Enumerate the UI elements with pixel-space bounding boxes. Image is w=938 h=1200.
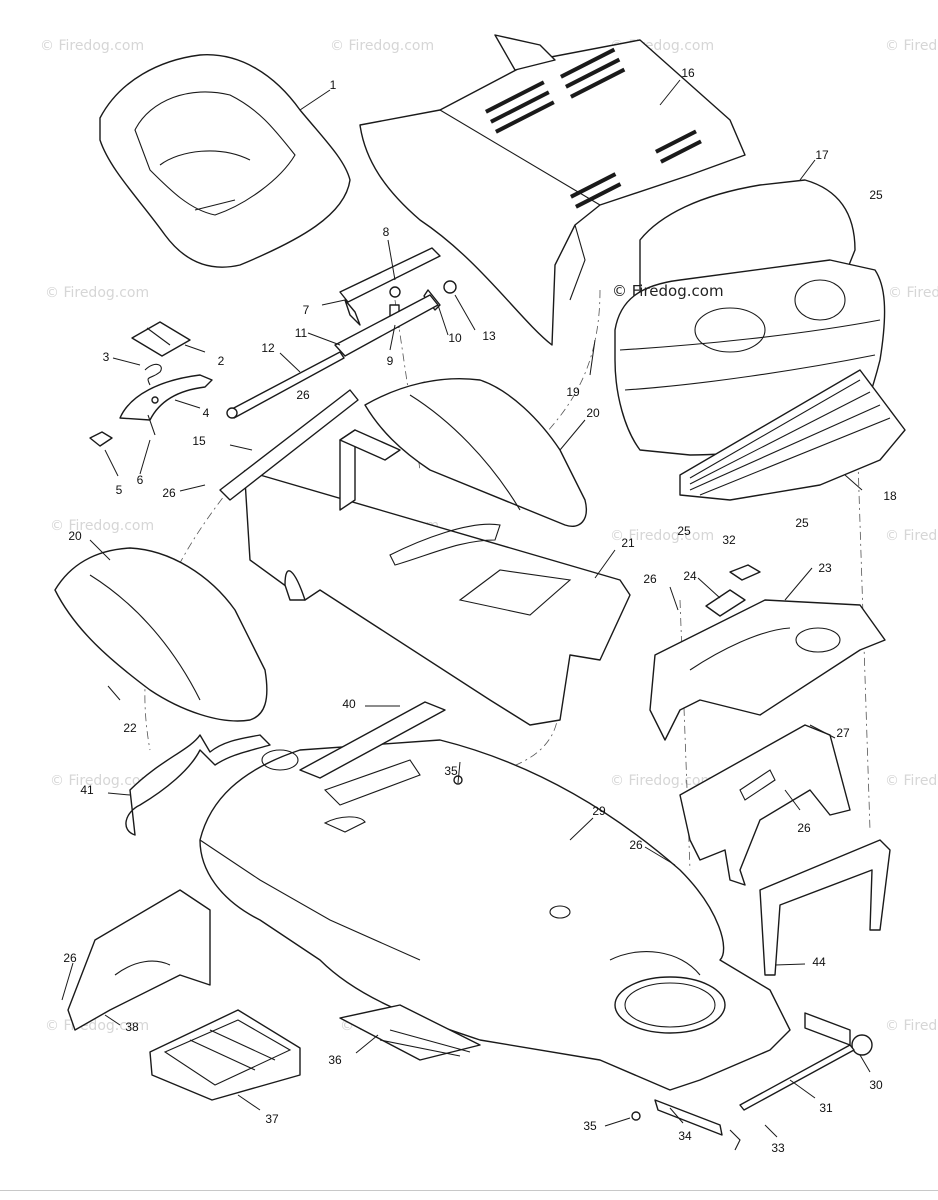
callout-10: 10: [448, 331, 462, 345]
callout-26-floor: 26: [629, 838, 643, 852]
watermark: © Firedog.com: [885, 773, 938, 789]
foot-plate-part: [649, 564, 886, 741]
callout-24: 24: [683, 569, 697, 583]
fender-right-part: [364, 378, 587, 527]
callout-22: 22: [123, 721, 137, 735]
callout-29: 29: [592, 804, 606, 818]
callout-44: 44: [812, 955, 826, 969]
page-bottom-rule: [0, 1190, 938, 1191]
callout-23: 23: [818, 561, 832, 575]
callout-25-plate-left: 25: [677, 524, 691, 538]
callout-12: 12: [261, 341, 275, 355]
callout-36: 36: [328, 1053, 342, 1067]
floor-mat-part: [339, 1004, 481, 1061]
callout-21: 21: [621, 536, 635, 550]
callout-4: 4: [203, 406, 210, 420]
callout-11: 11: [295, 326, 308, 340]
hinge-parts: [226, 247, 457, 419]
bracket-15-part: [219, 389, 359, 501]
callout-25-hood: 25: [869, 188, 883, 202]
callout-1: 1: [330, 78, 337, 92]
callout-20-left-fender: 20: [68, 529, 82, 543]
callout-3: 3: [103, 350, 110, 364]
dash-panel-part: [359, 34, 746, 346]
callout-41: 41: [80, 783, 94, 797]
callout-38: 38: [125, 1020, 139, 1034]
watermark: © Firedog.com: [45, 285, 149, 301]
callout-18: 18: [883, 489, 897, 503]
watermark: © Firedog.com: [45, 1018, 149, 1034]
seat-part: [99, 54, 351, 268]
bracket-27-part: [679, 724, 851, 886]
battery-tray-part: [149, 1009, 301, 1101]
callout-16: 16: [681, 66, 695, 80]
callout-35-frame: 35: [444, 764, 458, 778]
callout-6: 6: [137, 473, 144, 487]
callout-33: 33: [771, 1141, 785, 1155]
callout-34: 34: [678, 1129, 692, 1143]
watermark: © Firedog.com: [885, 1018, 938, 1034]
callout-30: 30: [869, 1078, 883, 1092]
callout-2: 2: [218, 354, 225, 368]
callout-17: 17: [815, 148, 829, 162]
callout-7: 7: [303, 303, 310, 317]
callout-32: 32: [722, 533, 736, 547]
callout-40: 40: [342, 697, 356, 711]
watermark: © Firedog.com: [610, 528, 714, 544]
bracket-38-part: [67, 889, 211, 1031]
callout-26-bracket: 26: [162, 486, 176, 500]
leader-lines: [61, 79, 871, 1138]
lower-small-parts: [453, 775, 873, 1151]
callout-35-lower: 35: [583, 1119, 597, 1133]
callout-5: 5: [116, 483, 123, 497]
watermark: © Firedog.com: [885, 38, 938, 54]
watermark: © Firedog.com: [885, 528, 938, 544]
callout-25-plate-right: 25: [795, 516, 809, 530]
callout-numbers: 1 2 3 4 5 6 7 8 9 10 11 12 13 15 16 17 1…: [63, 66, 897, 1155]
seat-spring-parts: [89, 321, 213, 447]
callout-26-plate: 26: [643, 572, 657, 586]
watermark: © Firedog.com: [50, 518, 154, 534]
callout-19: 19: [566, 385, 580, 399]
watermark: © Firedog.com: [40, 38, 144, 54]
callout-31: 31: [819, 1101, 833, 1115]
vent-slots: [484, 47, 702, 209]
callout-26-bracket-27: 26: [797, 821, 811, 835]
callout-15: 15: [192, 434, 206, 448]
bracket-44-part: [759, 839, 891, 976]
callout-37: 37: [265, 1112, 279, 1126]
callout-13: 13: [482, 329, 496, 343]
callout-9: 9: [387, 354, 394, 368]
callout-8: 8: [383, 225, 390, 239]
callout-26-hinge: 26: [296, 388, 310, 402]
floor-pan-part: [199, 739, 791, 1091]
callout-26-bracket-38: 26: [63, 951, 77, 965]
watermark: © Firedog.com: [330, 38, 434, 54]
main-frame-part: [244, 429, 631, 726]
callout-27: 27: [836, 726, 850, 740]
watermark: © Firedog.com: [888, 285, 938, 301]
grille-part: [679, 369, 906, 501]
fender-left-part: [54, 547, 268, 722]
watermark: © Firedog.com: [610, 773, 714, 789]
watermark: © Firedog.com: [50, 773, 154, 789]
callout-20-right-fender: 20: [586, 406, 600, 420]
cable-41-part: [125, 734, 271, 836]
bracket-40-part: [299, 701, 446, 779]
watermark-main: © Firedog.com: [612, 282, 724, 300]
